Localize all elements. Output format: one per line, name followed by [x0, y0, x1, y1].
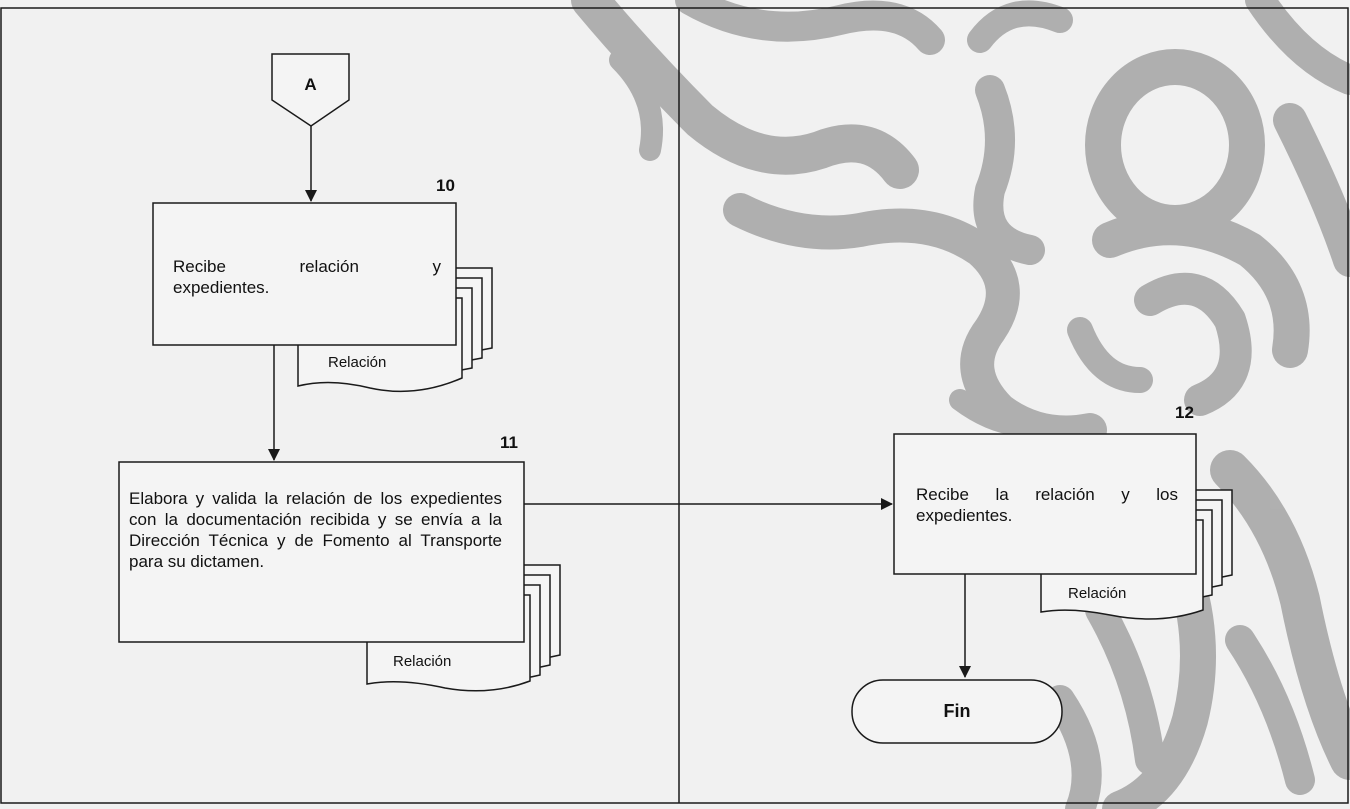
document-label-12: Relación [1068, 585, 1127, 602]
document-label-10: Relación [328, 354, 387, 371]
offpage-connector-a [271, 53, 350, 127]
page-frame [0, 7, 1349, 804]
step-number-11: 11 [500, 433, 518, 452]
process-box-11 [118, 461, 525, 643]
step-text-10-line1: Recibe relación y [173, 257, 441, 276]
step-number-10: 10 [436, 176, 455, 195]
document-label-11: Relación [393, 653, 452, 670]
terminator-label: Fin [943, 701, 971, 721]
step-text-12: Recibe la relación y los expedientes. [916, 485, 1178, 525]
step-text-10-line2: expedientes. [173, 278, 270, 297]
terminator-fin [851, 679, 1063, 744]
connector-label: A [304, 75, 317, 94]
process-box-12 [893, 433, 1197, 575]
process-box-10 [152, 202, 457, 346]
step-number-12: 12 [1175, 403, 1194, 422]
step-text-11: Elabora y valida la relación de los expe… [129, 489, 502, 571]
